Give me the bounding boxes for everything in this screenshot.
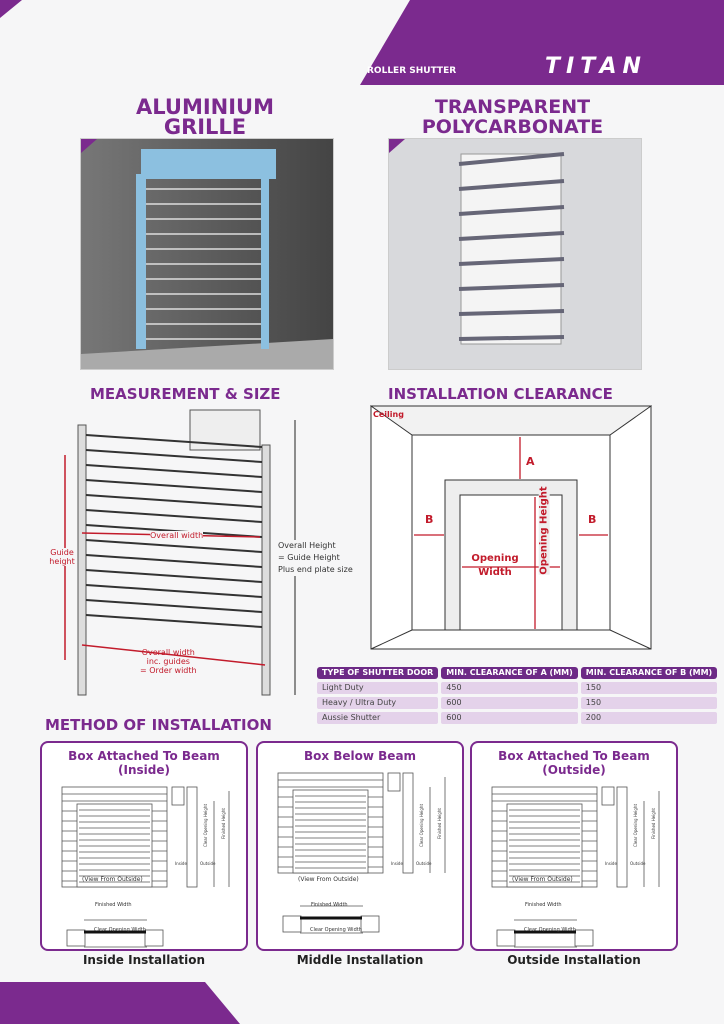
installation-box-title: Box Attached To Beam (Inside) — [68, 749, 220, 777]
finished-width-label: Finished Width — [95, 902, 132, 908]
outside-label: Outside — [630, 861, 646, 866]
clearance-b-right-label: B — [588, 513, 597, 526]
title-line: GRILLE — [163, 115, 247, 139]
guide-height-label: Guide height — [47, 548, 77, 566]
clear-opening-height-label: Clear Opening Height — [419, 803, 425, 848]
view-from-outside-label: (View From Outside) — [512, 876, 573, 883]
inside-label: Inside — [605, 861, 617, 866]
table-cell: 450 — [441, 682, 578, 694]
outside-label: Outside — [200, 861, 216, 866]
clear-opening-height-label: Clear Opening Height — [633, 803, 639, 848]
table-cell: 600 — [441, 697, 578, 709]
table-cell: Aussie Shutter — [317, 712, 439, 724]
measurement-title: MEASUREMENT & SIZE — [90, 385, 281, 403]
order-width-label: Overall width inc. guides = Order width — [140, 648, 197, 675]
clear-opening-width-label: Clear Opening Width — [310, 927, 362, 933]
table-cell: 150 — [580, 697, 718, 709]
title-line: TRANSPARENT — [434, 96, 591, 118]
overall-height-label: Overall Height = Guide Height Plus end p… — [278, 540, 353, 576]
clearance-a-label: A — [526, 455, 535, 468]
finished-height-label: Finished Height — [436, 808, 442, 839]
clear-opening-height-label: Clear Opening Height — [203, 803, 209, 848]
clearance-b-left-label: B — [425, 513, 434, 526]
inside-label: Inside — [175, 861, 187, 866]
clear-opening-width-label: Clear Opening Width — [94, 927, 146, 933]
clearance-diagram — [370, 405, 652, 650]
table-cell: Light Duty — [317, 682, 439, 694]
title-line: POLYCARBONATE — [421, 116, 604, 138]
opening-height-label: Opening Height — [538, 486, 550, 575]
installation-box-title: Box Attached To Beam (Outside) — [498, 749, 650, 777]
polycarbonate-image — [388, 138, 642, 370]
aluminium-grille-image — [80, 138, 334, 370]
view-from-outside-label: (View From Outside) — [82, 876, 143, 883]
table-header: MIN. CLEARANCE OF B (MM) — [580, 667, 718, 679]
installation-caption: Middle Installation — [296, 953, 424, 967]
inside-label: Inside — [391, 861, 403, 866]
installation-box-title: Box Below Beam — [303, 749, 417, 763]
finished-height-label: Finished Height — [220, 808, 226, 839]
title-line: ALUMINIUM — [136, 95, 274, 119]
installation-drawing — [277, 772, 446, 934]
section-label: ROLLER SHUTTER — [367, 66, 457, 76]
clearance-title: INSTALLATION CLEARANCE — [388, 385, 613, 403]
table-header: TYPE OF SHUTTER DOOR — [317, 667, 439, 679]
installation-caption: Outside Installation — [507, 953, 641, 967]
measurement-diagram — [64, 409, 296, 696]
titan-logo: TITAN — [545, 54, 647, 79]
installation-drawing — [61, 786, 230, 948]
installation-caption: Inside Installation — [82, 953, 206, 967]
installation-box: Box Below Beam (View From Outside) Finis… — [256, 741, 464, 951]
clear-opening-width-label: Clear Opening Width — [524, 927, 576, 933]
table-cell: Heavy / Ultra Duty — [317, 697, 439, 709]
overall-width-label: Overall width — [150, 531, 204, 540]
table-header: MIN. CLEARANCE OF A (MM) — [441, 667, 578, 679]
installation-drawing — [491, 786, 660, 948]
finished-width-label: Finished Width — [525, 902, 562, 908]
view-from-outside-label: (View From Outside) — [298, 876, 359, 883]
ceiling-label: Ceiling — [373, 410, 404, 419]
table-cell: 200 — [580, 712, 718, 724]
opening-width-label: Opening Width — [471, 553, 519, 578]
finished-height-label: Finished Height — [650, 808, 656, 839]
table-cell: 150 — [580, 682, 718, 694]
installation-box: Box Attached To Beam (Outside) (View Fro… — [470, 741, 678, 951]
installation-box: Box Attached To Beam (Inside) (View From… — [40, 741, 248, 951]
method-title: METHOD OF INSTALLATION — [45, 716, 272, 734]
finished-width-label: Finished Width — [311, 902, 348, 908]
table-cell: 600 — [441, 712, 578, 724]
outside-label: Outside — [416, 861, 432, 866]
